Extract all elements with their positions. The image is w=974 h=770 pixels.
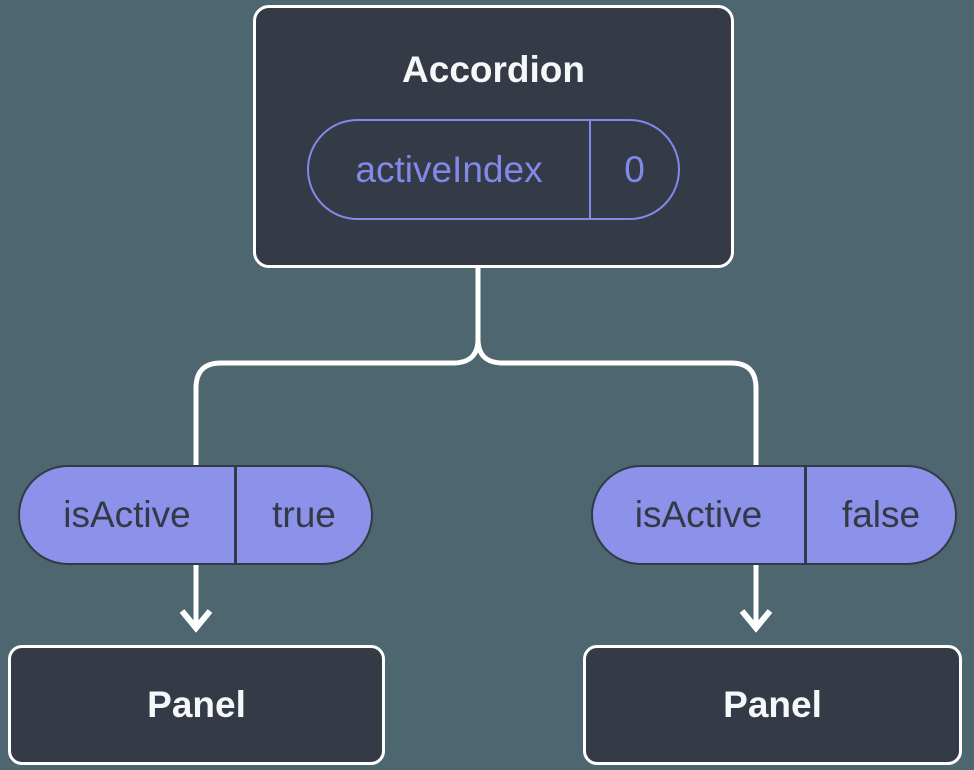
arrow-head-left — [179, 609, 213, 633]
state-pill-value: 0 — [589, 121, 678, 218]
panel-node-left: Panel — [8, 645, 385, 765]
arrow-head-right — [739, 609, 773, 633]
prop-pill-left-label: isActive — [63, 494, 191, 535]
prop-pill-right: isActive false — [591, 465, 957, 565]
accordion-node: Accordion activeIndex 0 — [253, 5, 734, 268]
panel-node-right: Panel — [583, 645, 962, 765]
accordion-node-title: Accordion — [402, 49, 585, 90]
prop-pill-right-value: false — [804, 467, 955, 563]
prop-pill-right-label: isActive — [634, 494, 763, 535]
state-pill-label: activeIndex — [355, 148, 543, 190]
prop-pill-left-value: true — [234, 467, 371, 563]
prop-pill-left: isActive true — [18, 465, 373, 565]
state-pill: activeIndex 0 — [307, 119, 680, 220]
connector-left-branch — [193, 266, 481, 624]
connector-right-branch — [475, 266, 759, 624]
